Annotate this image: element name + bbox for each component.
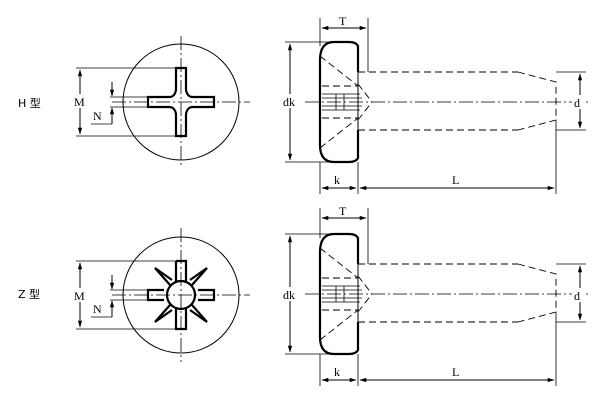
h-type-label: H 型 bbox=[18, 96, 41, 110]
z-cross-recess bbox=[146, 259, 216, 331]
h-t-label: T bbox=[339, 14, 347, 28]
h-cross-recess bbox=[146, 66, 216, 138]
h-k-label: k bbox=[334, 173, 340, 187]
z-type-view: Z 型 M N bbox=[18, 204, 590, 386]
z-type-label: Z 型 bbox=[18, 287, 40, 301]
z-recess-center bbox=[165, 279, 197, 311]
z-m-label: M bbox=[74, 289, 85, 303]
h-l-label: L bbox=[452, 173, 459, 187]
z-d-label: d bbox=[574, 289, 580, 303]
z-dk-label: dk bbox=[283, 288, 295, 302]
h-d-label: d bbox=[574, 96, 580, 110]
z-t-label: T bbox=[339, 204, 347, 218]
h-type-view: H 型 M N bbox=[18, 14, 590, 194]
z-head-top-view: M N bbox=[73, 228, 250, 362]
h-m-label: M bbox=[74, 95, 85, 109]
z-k-label: k bbox=[334, 365, 340, 379]
h-n-label: N bbox=[93, 109, 102, 123]
h-head-top-view: M N bbox=[73, 36, 250, 168]
z-head-profile bbox=[318, 232, 360, 356]
z-n-label: N bbox=[93, 302, 102, 316]
h-side-view: dk d T k L bbox=[282, 14, 590, 194]
z-side-view: dk d T k L bbox=[282, 204, 590, 386]
h-head-profile bbox=[318, 40, 360, 164]
h-dk-label: dk bbox=[283, 95, 295, 109]
z-l-label: L bbox=[452, 365, 459, 379]
